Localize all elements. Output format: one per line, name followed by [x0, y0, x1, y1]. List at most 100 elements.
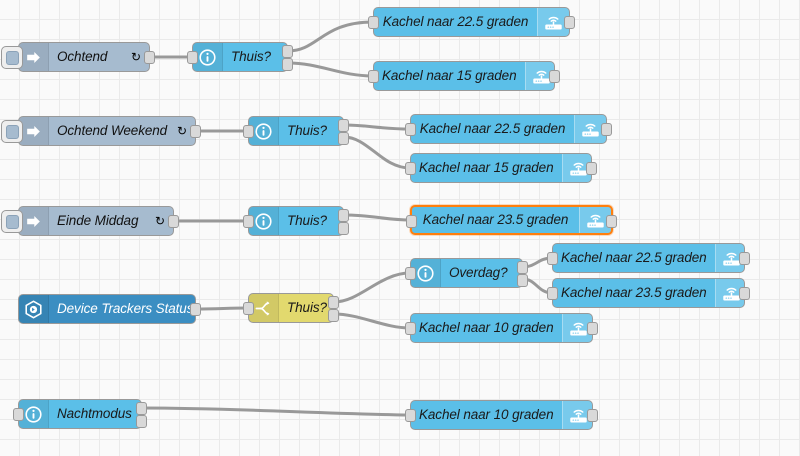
flow-node[interactable]: Thuis?	[243, 293, 339, 323]
output-port[interactable]	[338, 209, 349, 222]
output-port[interactable]	[136, 415, 147, 428]
repeat-icon: ↻	[176, 124, 187, 138]
inject-arrow-icon	[19, 117, 49, 145]
node-body: Device Trackers Status	[19, 295, 195, 323]
info-circle-icon	[411, 259, 441, 287]
node-label: Kachel naar 15 graden	[382, 68, 517, 84]
input-port[interactable]	[368, 70, 379, 83]
flow-node[interactable]: Overdag?	[405, 258, 528, 288]
output-port[interactable]	[282, 45, 293, 58]
output-port[interactable]	[739, 252, 750, 265]
flow-node[interactable]: Thuis?	[187, 42, 293, 72]
node-label: Kachel naar 10 graden	[419, 407, 554, 423]
node-body: Kachel naar 22.5 graden	[553, 244, 744, 272]
flow-node[interactable]: Einde Middag↻	[1, 206, 179, 236]
info-circle-icon	[19, 400, 49, 428]
input-port[interactable]	[405, 162, 416, 175]
output-port[interactable]	[564, 16, 575, 29]
output-port[interactable]	[144, 51, 155, 64]
output-port[interactable]	[587, 409, 598, 422]
input-port[interactable]	[243, 125, 254, 138]
node-label: Thuis?	[287, 123, 327, 139]
wire[interactable]	[342, 135, 412, 170]
node-label: Kachel naar 10 graden	[419, 320, 554, 336]
node-label: Overdag?	[449, 265, 508, 281]
wire[interactable]	[342, 123, 412, 131]
input-port[interactable]	[368, 16, 379, 29]
inject-arrow-icon	[19, 207, 49, 235]
output-port[interactable]	[517, 261, 528, 274]
inject-trigger-button[interactable]	[1, 210, 23, 233]
flow-node[interactable]: Thuis?	[243, 206, 349, 236]
output-port[interactable]	[328, 296, 339, 309]
output-port[interactable]	[136, 402, 147, 415]
wire[interactable]	[286, 20, 375, 53]
input-port[interactable]	[406, 215, 417, 228]
input-port[interactable]	[405, 123, 416, 136]
output-port[interactable]	[282, 58, 293, 71]
router-wifi-icon	[561, 401, 592, 429]
output-port[interactable]	[328, 309, 339, 322]
input-port[interactable]	[547, 287, 558, 300]
flow-node[interactable]: Device Trackers Status	[18, 294, 201, 324]
output-port[interactable]	[587, 322, 598, 335]
inject-trigger-button[interactable]	[1, 120, 23, 143]
node-body: Einde Middag↻	[19, 207, 173, 235]
node-body: Kachel naar 22.5 graden	[374, 8, 569, 36]
output-port[interactable]	[517, 274, 528, 287]
wire[interactable]	[286, 61, 375, 78]
flow-node[interactable]: Kachel naar 22.5 graden	[368, 7, 575, 37]
input-port[interactable]	[405, 322, 416, 335]
inject-button-face	[5, 124, 19, 139]
flow-node[interactable]: Kachel naar 22.5 graden	[547, 243, 750, 273]
node-body: Nachtmodus	[19, 400, 141, 428]
inject-trigger-button[interactable]	[1, 46, 23, 69]
input-port[interactable]	[243, 215, 254, 228]
input-port[interactable]	[243, 302, 254, 315]
output-port[interactable]	[338, 222, 349, 235]
flow-node[interactable]: Kachel naar 23.5 graden	[547, 278, 750, 308]
node-body: Kachel naar 23.5 graden	[553, 279, 744, 307]
input-port[interactable]	[405, 409, 416, 422]
output-port[interactable]	[601, 123, 612, 136]
node-label: Thuis?	[231, 49, 271, 65]
node-label: Kachel naar 23.5 graden	[561, 285, 707, 301]
info-circle-icon	[193, 43, 223, 71]
repeat-icon: ↻	[154, 214, 165, 228]
flow-node[interactable]: Kachel naar 23.5 graden	[406, 205, 617, 235]
output-port[interactable]	[606, 215, 617, 228]
output-port[interactable]	[190, 125, 201, 138]
input-port[interactable]	[13, 408, 24, 421]
flow-node[interactable]: Ochtend↻	[1, 42, 155, 72]
flow-node[interactable]: Thuis?	[243, 116, 349, 146]
output-port[interactable]	[586, 162, 597, 175]
node-body: Kachel naar 22.5 graden	[411, 115, 606, 143]
node-label: Kachel naar 15 graden	[419, 160, 554, 176]
node-body: Thuis?	[193, 43, 287, 71]
flow-node[interactable]: Kachel naar 10 graden	[405, 313, 598, 343]
output-port[interactable]	[739, 287, 750, 300]
output-port[interactable]	[549, 70, 560, 83]
flow-node[interactable]: Kachel naar 10 graden	[405, 400, 598, 430]
output-port[interactable]	[168, 215, 179, 228]
flow-node[interactable]: Kachel naar 22.5 graden	[405, 114, 612, 144]
output-port[interactable]	[338, 119, 349, 132]
flow-node[interactable]: Kachel naar 15 graden	[368, 61, 560, 91]
output-port[interactable]	[338, 132, 349, 145]
wire[interactable]	[332, 312, 412, 330]
node-body: Overdag?	[411, 259, 522, 287]
input-port[interactable]	[187, 51, 198, 64]
node-label: Kachel naar 22.5 graden	[382, 14, 529, 30]
wire[interactable]	[342, 213, 412, 222]
output-port[interactable]	[190, 303, 201, 316]
input-port[interactable]	[405, 267, 416, 280]
wire[interactable]	[194, 306, 250, 311]
flow-node[interactable]: Kachel naar 15 graden	[405, 153, 597, 183]
wire[interactable]	[332, 271, 412, 304]
flow-node[interactable]: Nachtmodus	[13, 399, 147, 429]
node-label: Thuis?	[287, 300, 327, 316]
input-port[interactable]	[547, 252, 558, 265]
flow-node[interactable]: Ochtend Weekend↻	[1, 116, 201, 146]
wire[interactable]	[140, 406, 412, 417]
